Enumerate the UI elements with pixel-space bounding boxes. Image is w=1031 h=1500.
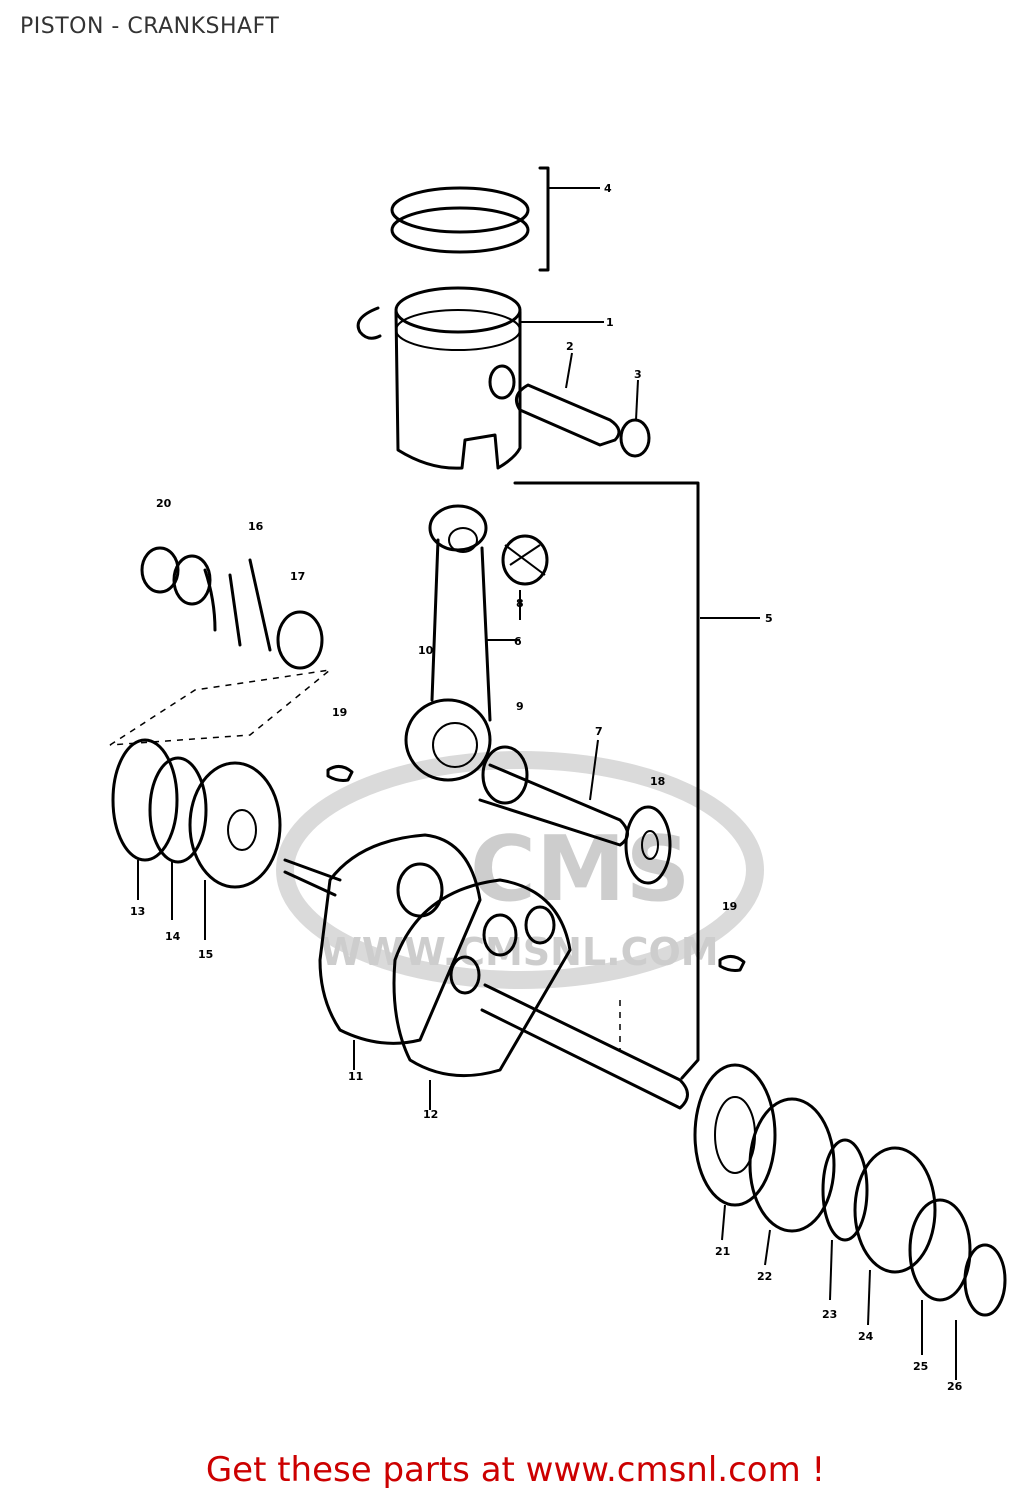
callout-18: 18 [650, 775, 665, 788]
callout-26: 26 [947, 1380, 963, 1393]
conrod-bracket [513, 481, 760, 1080]
woodruff-key-left [326, 765, 354, 782]
footer-link-text[interactable]: Get these parts at www.cmsnl.com ! [205, 1450, 826, 1490]
woodruff-key-right [718, 955, 746, 972]
watermark-cms-text: CMS [470, 817, 690, 922]
callout-19-left: 19 [332, 706, 347, 719]
callout-23: 23 [822, 1308, 837, 1321]
callout-5: 5 [765, 612, 773, 625]
cmsnl-watermark: CMS WWW.CMSNL.COM [276, 751, 764, 989]
callout-6: 6 [514, 635, 522, 648]
callout-15: 15 [198, 948, 213, 961]
callout-17: 17 [290, 570, 305, 583]
left-main-bearings [111, 738, 282, 940]
callout-20: 20 [156, 497, 172, 510]
callout-4: 4 [604, 182, 612, 195]
callout-10: 10 [418, 644, 434, 657]
piston-pin-clip [619, 379, 651, 458]
crank-pin [478, 590, 629, 847]
callout-21: 21 [715, 1245, 730, 1258]
crankshaft-right-half [392, 878, 689, 1110]
piston-rings [390, 166, 600, 272]
callout-12: 12 [423, 1108, 438, 1121]
callout-7: 7 [595, 725, 603, 738]
callout-8: 8 [516, 597, 524, 610]
callout-9: 9 [516, 700, 524, 713]
connecting-rod [404, 504, 520, 782]
watermark-url-text: WWW.CMSNL.COM [320, 930, 719, 974]
callout-13: 13 [130, 905, 145, 918]
callout-14: 14 [165, 930, 181, 943]
thrust-washer [624, 805, 672, 885]
callout-2: 2 [566, 340, 574, 353]
callout-1: 1 [606, 316, 614, 329]
small-end-bearing [501, 534, 549, 586]
primary-drive-gear-set [109, 546, 333, 746]
piston [356, 286, 604, 470]
callout-11: 11 [348, 1070, 363, 1083]
page-title: PISTON - CRANKSHAFT [20, 14, 280, 39]
callout-24: 24 [858, 1330, 874, 1343]
callout-labels: 4 1 2 3 5 6 7 8 9 10 11 12 13 14 15 16 1… [130, 182, 963, 1393]
right-main-bearings [693, 1063, 1007, 1380]
callout-16: 16 [248, 520, 264, 533]
piston-pin [514, 352, 621, 447]
callout-25: 25 [913, 1360, 928, 1373]
crankshaft-left-half [283, 833, 482, 1070]
callout-22: 22 [757, 1270, 772, 1283]
callout-3: 3 [634, 368, 642, 381]
callout-19-right: 19 [722, 900, 737, 913]
